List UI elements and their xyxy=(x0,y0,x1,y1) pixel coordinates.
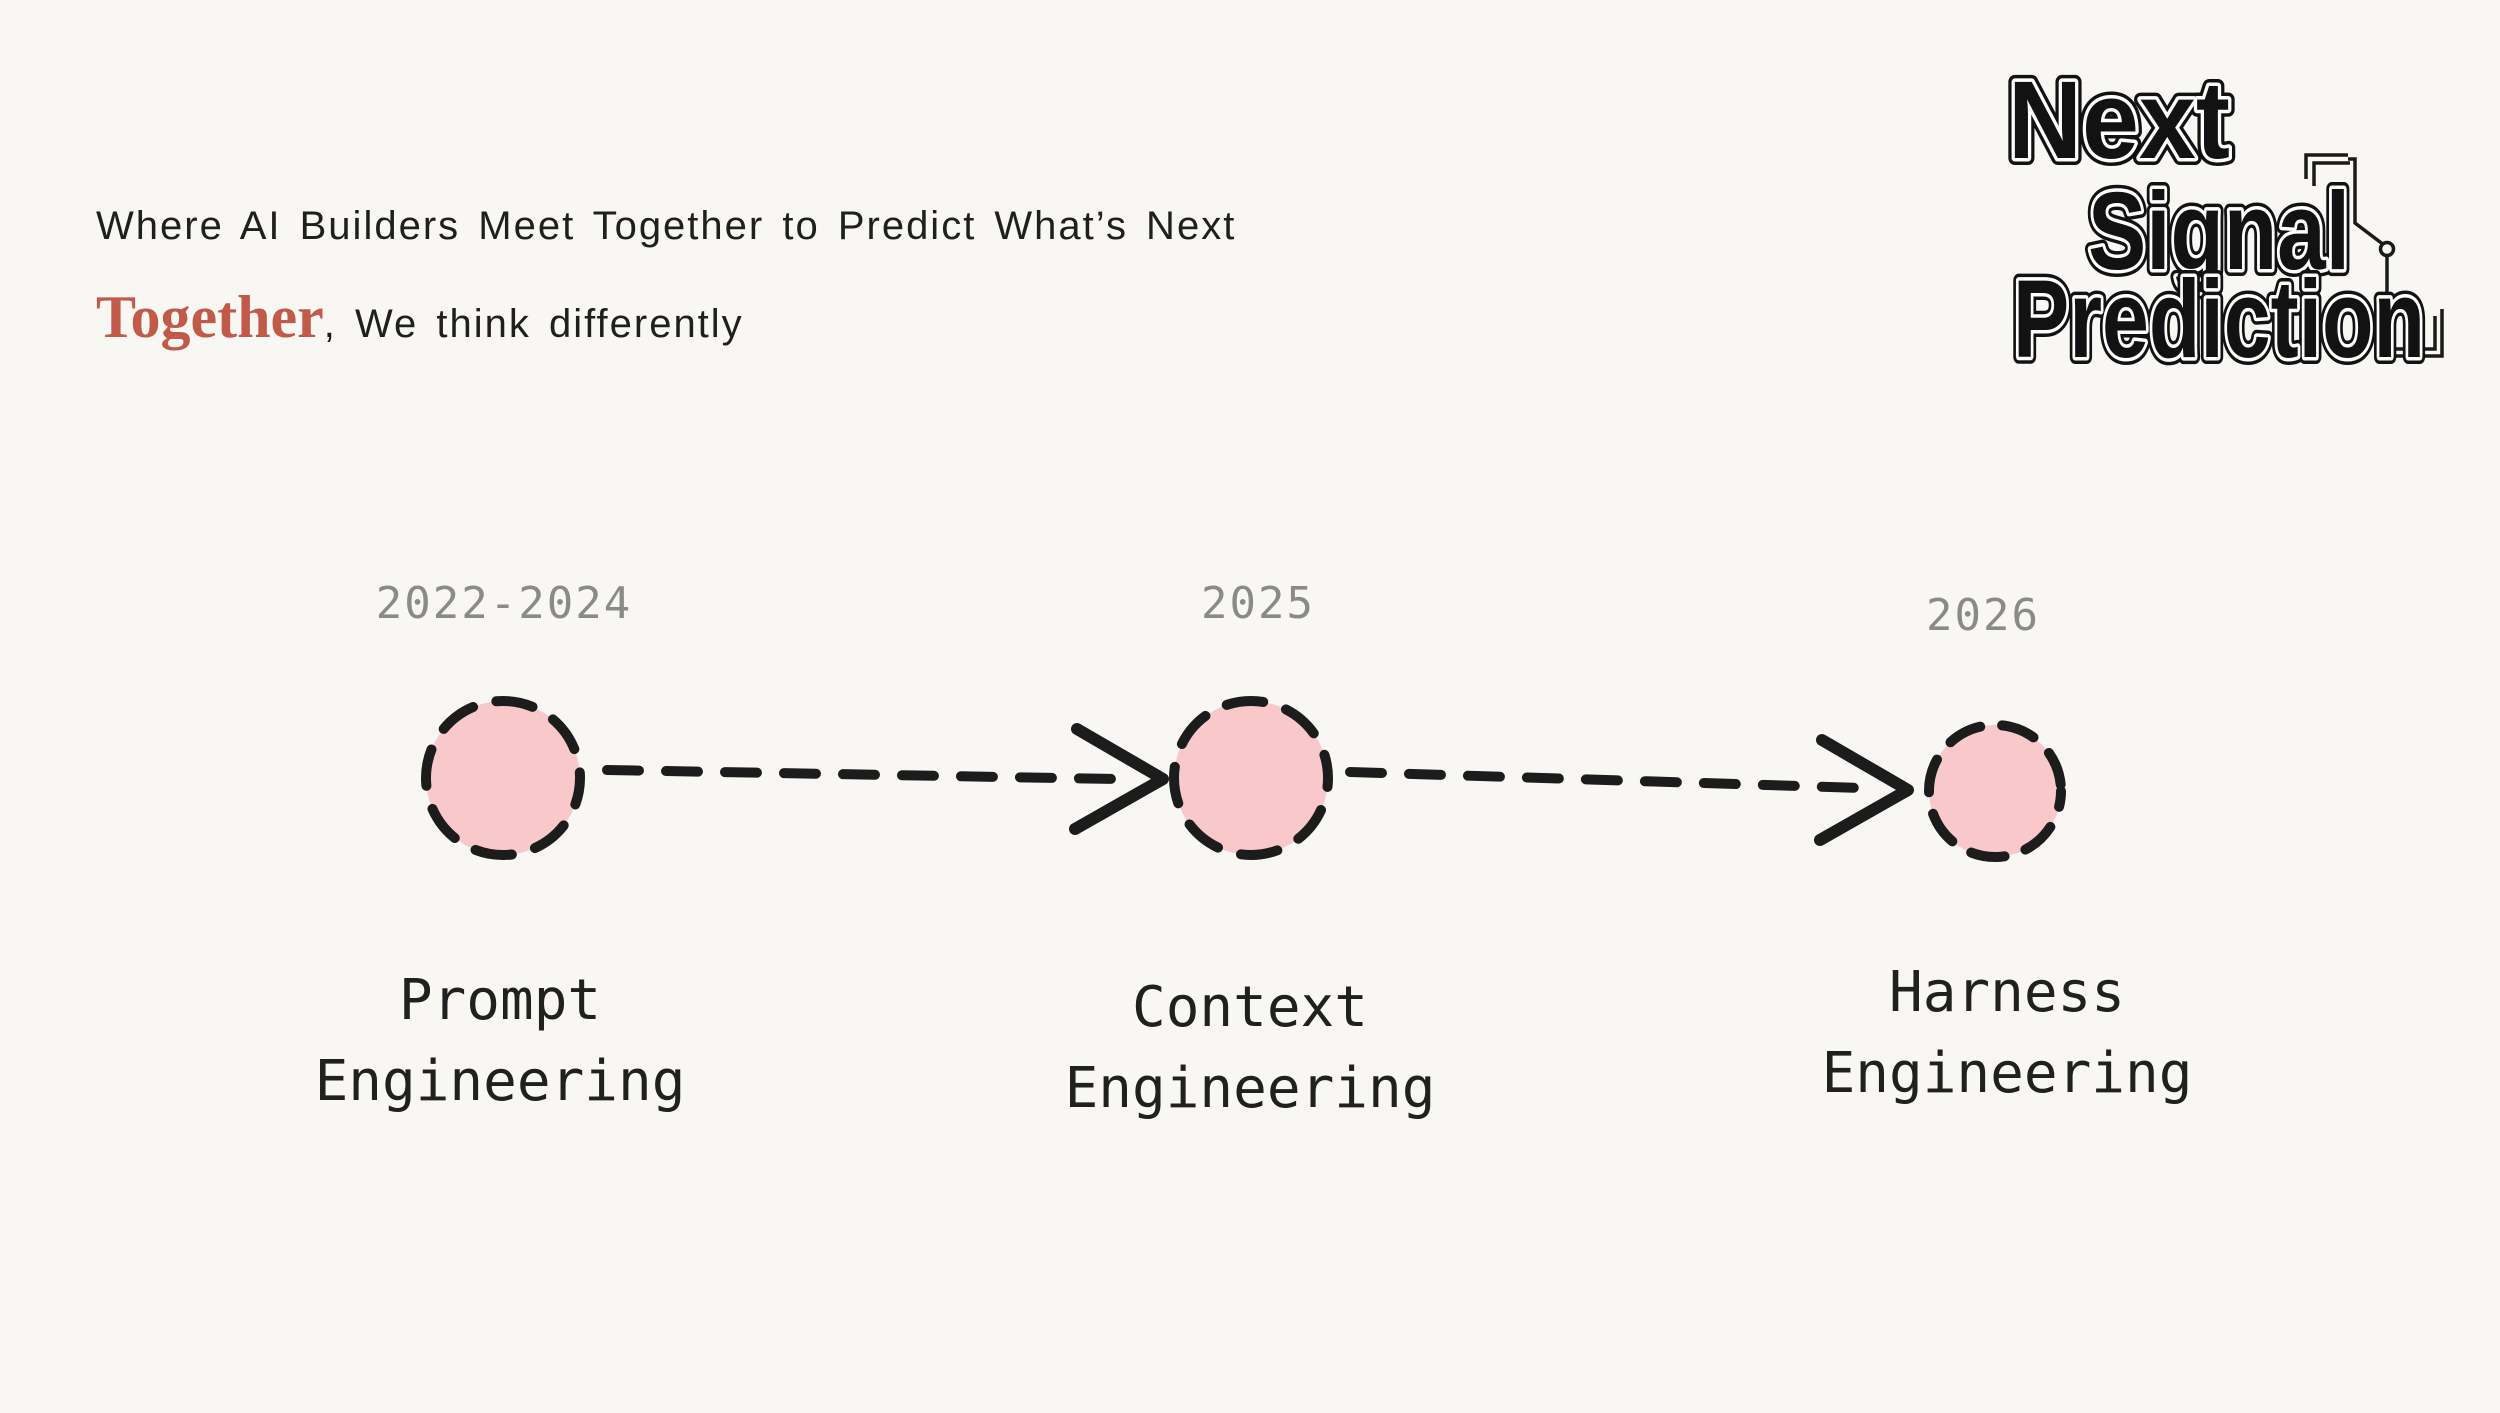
svg-text:Next: Next xyxy=(2008,59,2230,182)
timeline-label-harness-engineering: Harness Engineering xyxy=(1687,952,2327,1114)
timeline-node-circle-1 xyxy=(421,696,585,860)
timeline-date-3: 2026 xyxy=(1926,590,2040,641)
timeline-date-1: 2022-2024 xyxy=(375,578,633,629)
subtitle-highlight: Together xyxy=(96,284,324,350)
label-line: Context xyxy=(1131,975,1368,1040)
timeline-node-circle-2 xyxy=(1169,696,1333,860)
label-line: Harness xyxy=(1888,960,2125,1025)
label-line: Engineering xyxy=(314,1049,686,1114)
circuit-line-decoration xyxy=(2304,153,2444,358)
label-line: Prompt xyxy=(398,968,602,1033)
dashed-arrow-2 xyxy=(1345,734,1914,846)
subtitle: Together, We think differently xyxy=(96,283,744,352)
svg-text:Prediction: Prediction xyxy=(2013,258,2425,378)
timeline-node-circle-3 xyxy=(1924,720,2066,862)
circuit-node-dot xyxy=(2378,240,2396,258)
subtitle-rest: , We think differently xyxy=(323,302,744,346)
arrow-head-icon xyxy=(1069,723,1169,835)
label-line: Engineering xyxy=(1821,1041,2193,1106)
svg-text:Next: Next xyxy=(2008,59,2230,182)
timeline-date-2: 2025 xyxy=(1201,578,1315,629)
timeline-label-context-engineering: Context Engineering xyxy=(930,967,1570,1129)
logo-next-signal-prediction: Next Next Signal Signal Prediction Predi… xyxy=(2003,58,2444,378)
dashed-arrow-1 xyxy=(602,723,1169,835)
tagline: Where AI Builders Meet Together to Predi… xyxy=(96,204,1237,248)
timeline-label-prompt-engineering: Prompt Engineering xyxy=(180,960,820,1122)
svg-text:Prediction: Prediction xyxy=(2013,258,2425,378)
svg-text:Signal: Signal xyxy=(2088,170,2350,293)
label-line: Engineering xyxy=(1064,1056,1436,1121)
logo-text: Next Next Signal Signal Prediction Predi… xyxy=(2003,58,2432,378)
svg-text:Signal: Signal xyxy=(2088,170,2350,293)
arrow-head-icon xyxy=(1814,734,1914,846)
